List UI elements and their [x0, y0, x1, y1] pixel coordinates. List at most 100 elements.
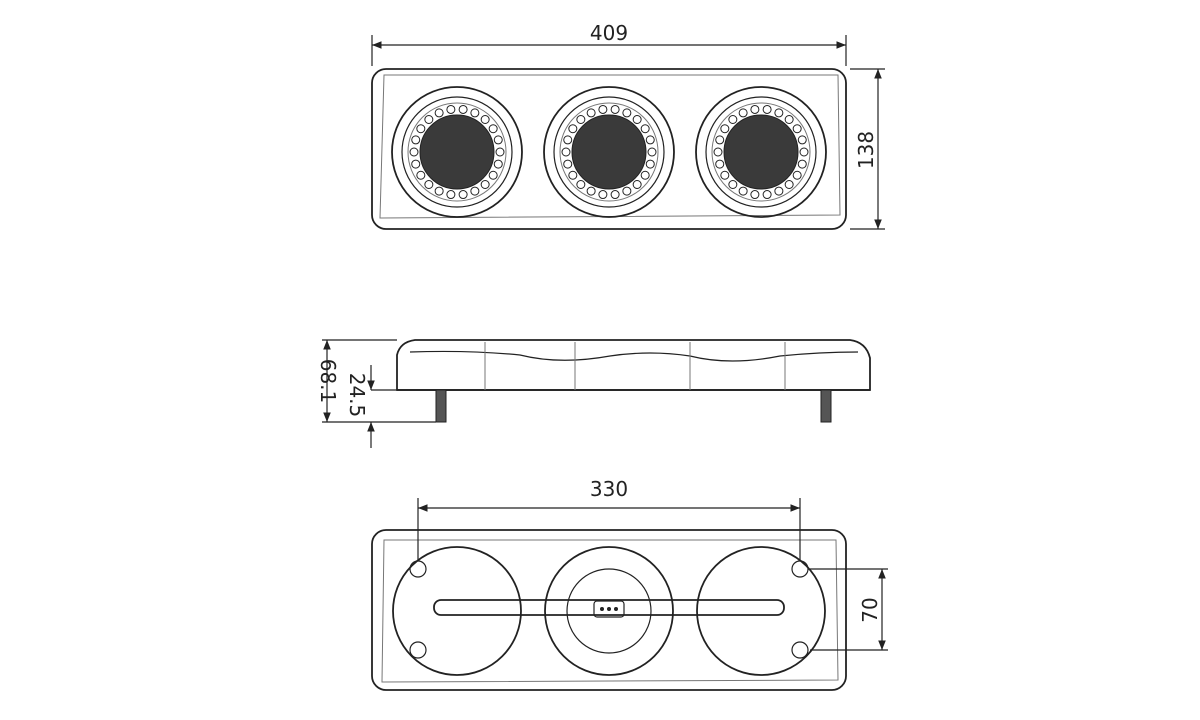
led-dot [792, 170, 802, 180]
led-dot [434, 108, 444, 118]
led-dot [774, 186, 784, 196]
lamp-housing-outline [371, 68, 847, 230]
led-dot [493, 135, 503, 145]
led-dot [610, 104, 620, 114]
led-dot [799, 147, 809, 157]
led-dot [411, 159, 421, 169]
led-dot [622, 186, 632, 196]
dimension-hole-spacing-label: 330 [590, 477, 628, 501]
led-dot [640, 124, 650, 134]
mount-hole-top-right [791, 560, 809, 578]
led-dot [645, 135, 655, 145]
mount-hole-bottom-left [409, 641, 427, 659]
led-dot [424, 179, 434, 189]
dimension-total-depth-label: 68.1 [316, 359, 340, 404]
led-dot [797, 135, 807, 145]
led-dot [470, 108, 480, 118]
led-dot [738, 108, 748, 118]
back-socket-center [544, 546, 674, 676]
led-dot [632, 115, 642, 125]
mounting-stud-left [435, 389, 447, 423]
led-dot [738, 186, 748, 196]
led-dot [715, 135, 725, 145]
led-dot [598, 190, 608, 200]
lamp-unit-center [543, 86, 675, 218]
lamp-housing-inner-bevel [379, 74, 841, 219]
led-dot [645, 159, 655, 169]
led-ring-right [713, 104, 809, 200]
led-dot [446, 104, 456, 114]
led-dot [434, 186, 444, 196]
led-dot [784, 115, 794, 125]
led-dot [720, 124, 730, 134]
led-dot [495, 147, 505, 157]
led-dot [561, 147, 571, 157]
led-dot [792, 124, 802, 134]
back-socket-right [696, 546, 826, 676]
led-dot [424, 115, 434, 125]
dimension-width-label: 409 [590, 21, 628, 45]
front-view: 409 138 [371, 21, 885, 230]
side-view: 68.1 24.5 [316, 339, 871, 448]
led-dot [470, 186, 480, 196]
led-dot [568, 124, 578, 134]
led-dot [598, 104, 608, 114]
led-dot [715, 159, 725, 169]
led-dot [563, 159, 573, 169]
side-housing-outline [396, 339, 871, 391]
side-wave-contour [409, 350, 859, 362]
led-dot [622, 108, 632, 118]
dimension-height-label: 138 [854, 131, 878, 169]
dimension-stud-label: 24.5 [345, 373, 369, 418]
led-dot [488, 170, 498, 180]
led-dot [576, 179, 586, 189]
led-dot [568, 170, 578, 180]
mounting-stud-right [820, 389, 832, 423]
led-dot [409, 147, 419, 157]
led-dot [784, 179, 794, 189]
connector-plug [593, 600, 625, 618]
led-dot [728, 179, 738, 189]
back-housing-outline [371, 529, 847, 691]
led-dot [480, 115, 490, 125]
back-view: 330 70 [371, 477, 888, 691]
lamp-unit-right [695, 86, 827, 218]
led-dot [647, 147, 657, 157]
led-dot [750, 190, 760, 200]
led-dot [713, 147, 723, 157]
led-dot [632, 179, 642, 189]
led-dot [458, 104, 468, 114]
led-ring-center [561, 104, 657, 200]
wiring-channel [433, 599, 785, 616]
led-dot [720, 170, 730, 180]
led-cluster-right [723, 114, 799, 190]
lamp-unit-left [391, 86, 523, 218]
led-dot [797, 159, 807, 169]
led-dot [774, 108, 784, 118]
led-ring-left [409, 104, 505, 200]
led-dot [493, 159, 503, 169]
led-dot [458, 190, 468, 200]
led-dot [576, 115, 586, 125]
led-dot [416, 170, 426, 180]
led-dot [750, 104, 760, 114]
back-socket-left [392, 546, 522, 676]
led-dot [640, 170, 650, 180]
led-dot [416, 124, 426, 134]
dimension-hole-vertical-label: 70 [858, 597, 882, 622]
led-dot [446, 190, 456, 200]
led-dot [586, 186, 596, 196]
led-cluster-left [419, 114, 495, 190]
led-dot [762, 190, 772, 200]
led-dot [480, 179, 490, 189]
led-dot [411, 135, 421, 145]
led-dot [762, 104, 772, 114]
led-cluster-center [571, 114, 647, 190]
mount-hole-top-left [409, 560, 427, 578]
led-dot [728, 115, 738, 125]
led-dot [488, 124, 498, 134]
mount-hole-bottom-right [791, 641, 809, 659]
led-dot [610, 190, 620, 200]
led-dot [563, 135, 573, 145]
